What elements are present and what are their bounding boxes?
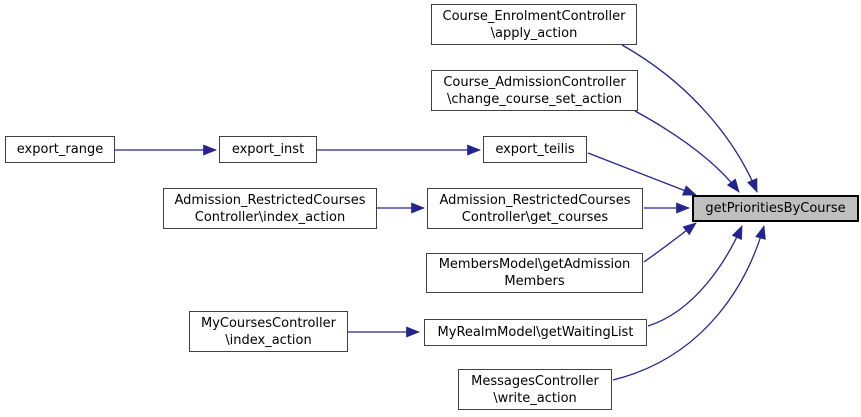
node-myrealmmodel-getwaitinglist[interactable]: MyRealmModel\getWaitingList <box>424 319 647 346</box>
edge-messages-target <box>612 225 766 381</box>
node-label: \index_action <box>225 332 312 348</box>
node-getprioritiesbycourse-target: getPrioritiesByCourse <box>692 195 859 222</box>
node-export-teilis[interactable]: export_teilis <box>483 136 587 163</box>
node-label: MessagesController <box>471 373 599 389</box>
node-messagescontroller-write-action[interactable]: MessagesController \write_action <box>458 369 612 410</box>
edge-myrealm-target <box>647 225 743 327</box>
node-mycoursescontroller-index-action[interactable]: MyCoursesController \index_action <box>189 311 348 352</box>
node-label: \write_action <box>493 390 577 406</box>
edge-changecourseset-target <box>634 110 740 193</box>
node-label: export_inst <box>231 142 305 157</box>
node-label: Admission_RestrictedCourses <box>174 192 366 208</box>
node-label: Members <box>504 274 565 289</box>
node-export-inst[interactable]: export_inst <box>219 136 317 163</box>
node-admission-restrictedcourses-index-action[interactable]: Admission_RestrictedCourses Controller\i… <box>163 188 377 229</box>
node-label: MembersModel\getAdmission <box>438 257 631 272</box>
edge-members-target <box>643 222 697 263</box>
node-label: Admission_RestrictedCourses <box>439 192 631 208</box>
node-label: \change_course_set_action <box>446 91 623 107</box>
edge-applyaction-target <box>621 44 758 193</box>
node-label: getPrioritiesByCourse <box>705 201 846 216</box>
node-course-enrolment-apply-action[interactable]: Course_EnrolmentController \apply_action <box>431 4 637 45</box>
node-export-range[interactable]: export_range <box>5 136 115 163</box>
node-label: MyCoursesController <box>200 315 336 331</box>
node-label: Controller\get_courses <box>461 209 609 225</box>
node-course-admission-change-course-set-action[interactable]: Course_AdmissionController \change_cours… <box>431 70 638 111</box>
node-label: \apply_action <box>490 25 578 41</box>
node-label: MyRealmModel\getWaitingList <box>437 325 634 340</box>
node-label: Course_AdmissionController <box>443 74 626 90</box>
node-label: Course_EnrolmentController <box>442 8 626 24</box>
edge-exportteilis-target <box>587 152 697 196</box>
node-label: export_teilis <box>495 142 575 157</box>
node-label: export_range <box>16 142 104 157</box>
node-admission-restrictedcourses-get-courses[interactable]: Admission_RestrictedCourses Controller\g… <box>427 188 643 229</box>
node-membersmodel-getadmissionmembers[interactable]: MembersModel\getAdmission Members <box>426 253 643 293</box>
node-label: Controller\index_action <box>194 209 346 225</box>
